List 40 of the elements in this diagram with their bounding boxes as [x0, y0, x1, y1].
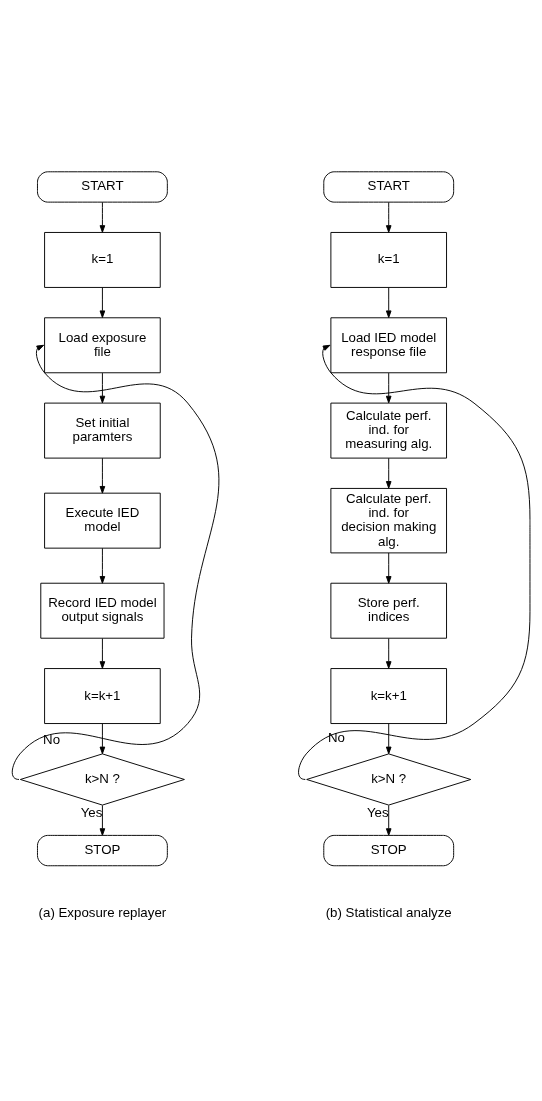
- node-box: START: [37, 170, 168, 203]
- arrow: [385, 722, 392, 754]
- node-box: Calculate perf. ind. for decision making alg.: [330, 487, 447, 553]
- node-box: k=1: [44, 231, 161, 288]
- node-box: k=1: [330, 231, 447, 288]
- edge-label: No: [43, 731, 61, 747]
- node-box: k=k+1: [44, 667, 161, 724]
- node-box: Execute IED model: [44, 492, 161, 549]
- arrow: [385, 457, 392, 489]
- arrow: [99, 201, 106, 233]
- label: (a) Exposure replayer: [38, 904, 167, 920]
- arrow: [99, 457, 106, 494]
- arrow: [99, 722, 106, 754]
- arrow: [99, 286, 106, 318]
- arrow: [99, 547, 106, 584]
- node-box: Record IED model output signals: [40, 582, 165, 639]
- node-diamond: k>N ?: [306, 752, 472, 806]
- node-box: Calculate perf. ind. for measuring alg.: [330, 402, 447, 459]
- edge-label: Yes: [80, 804, 103, 820]
- edge-label: No: [327, 729, 345, 745]
- node-diamond: k>N ?: [19, 752, 185, 806]
- arrow: [385, 637, 392, 669]
- arrow: [99, 372, 106, 403]
- edge-label: Yes: [366, 804, 389, 820]
- arrow: [385, 551, 392, 584]
- arrow: [385, 804, 392, 836]
- node-box: Set initial paramters: [44, 402, 161, 459]
- node-box: Store perf. indices: [330, 582, 447, 639]
- label: (b) Statistical analyze: [325, 904, 452, 920]
- node-box: START: [323, 170, 455, 203]
- arrow: [99, 804, 106, 836]
- arrow: [99, 637, 106, 669]
- arrow: [385, 372, 392, 403]
- arrow: [385, 201, 392, 233]
- arrow: [385, 286, 392, 318]
- node-box: Load exposure file: [44, 316, 161, 373]
- node-box: STOP: [37, 834, 168, 866]
- node-box: Load IED model response file: [330, 316, 447, 373]
- node-box: STOP: [323, 834, 455, 866]
- node-box: k=k+1: [330, 667, 447, 724]
